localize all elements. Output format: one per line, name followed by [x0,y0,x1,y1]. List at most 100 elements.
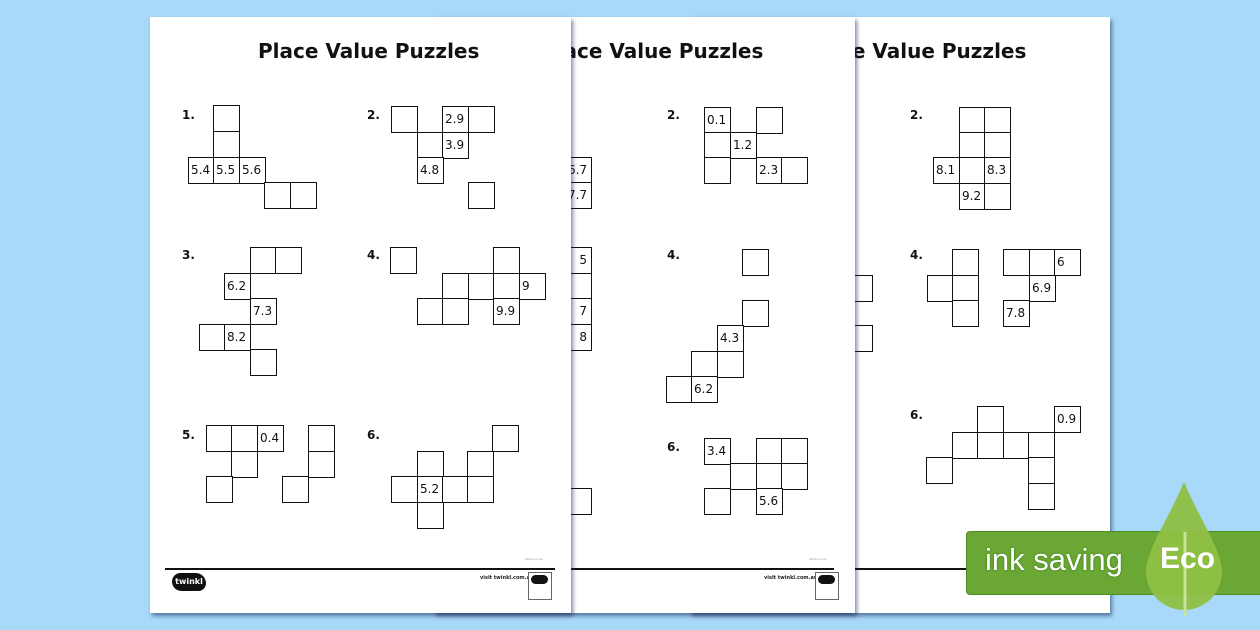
puzzle-cell-filled[interactable]: 3.9 [442,132,469,159]
puzzle-cell-blank[interactable] [926,457,953,484]
puzzle-cell-blank[interactable] [206,476,233,503]
puzzle-cell-blank[interactable] [952,300,979,327]
puzzle-cell-blank[interactable] [691,351,718,378]
puzzle-cell-blank[interactable] [308,425,335,452]
puzzle-cell-blank[interactable] [275,247,302,274]
puzzle-cell-blank[interactable] [282,476,309,503]
puzzle-cell-blank[interactable] [781,463,808,490]
puzzle-cell-blank[interactable] [213,105,240,132]
puzzle-cell-blank[interactable] [390,247,417,274]
puzzle-cell-blank[interactable] [206,425,233,452]
puzzle-cell-blank[interactable] [1003,249,1030,276]
puzzle-cell-blank[interactable] [984,183,1011,210]
puzzle-cell-blank[interactable] [391,106,418,133]
puzzle-cell-blank[interactable] [468,106,495,133]
puzzle-cell-filled[interactable]: 4.3 [717,325,744,352]
puzzle-cell-blank[interactable] [290,182,317,209]
puzzle-cell-blank[interactable] [781,438,808,465]
puzzle-cell-filled[interactable]: 2.3 [756,157,783,184]
puzzle-cell-blank[interactable] [984,107,1011,134]
puzzle-cell-blank[interactable] [1029,249,1056,276]
puzzle-cell-blank[interactable] [264,182,291,209]
puzzle-cell-filled[interactable]: 8.3 [984,157,1011,184]
puzzle-cell-blank[interactable] [417,451,444,478]
puzzle-number: 1. [182,108,195,122]
puzzle-cell-filled[interactable]: 5.5 [213,157,240,184]
puzzle-cell-blank[interactable] [417,502,444,529]
puzzle-cell-blank[interactable] [250,247,277,274]
puzzle-cell-filled[interactable]: 8.2 [224,324,251,351]
puzzle-cell-filled[interactable]: 5.6 [756,488,783,515]
puzzle-cell-filled[interactable]: 6.2 [224,273,251,300]
puzzle-cell-blank[interactable] [442,298,469,325]
puzzle-cell-blank[interactable] [704,132,731,159]
puzzle-cell-blank[interactable] [492,425,519,452]
puzzle-cell-blank[interactable] [704,157,731,184]
puzzle-cell-blank[interactable] [959,157,986,184]
footer-small-text: twinkl.co.uk [525,557,543,561]
puzzle-cell-blank[interactable] [666,376,693,403]
puzzle-cell-blank[interactable] [977,406,1004,433]
puzzle-cell-blank[interactable] [493,273,520,300]
puzzle-cell-filled[interactable]: 9.2 [959,183,986,210]
puzzle-cell-blank[interactable] [984,132,1011,159]
puzzle-cell-blank[interactable] [952,275,979,302]
puzzle-cell-blank[interactable] [1003,432,1030,459]
puzzle-number: 5. [182,428,195,442]
puzzle-cell-blank[interactable] [467,476,494,503]
puzzle-number: 6. [367,428,380,442]
puzzle-cell-blank[interactable] [442,476,469,503]
puzzle-cell-filled[interactable]: 1.2 [730,132,757,159]
puzzle-cell-blank[interactable] [927,275,954,302]
puzzle-cell-blank[interactable] [977,432,1004,459]
puzzle-cell-blank[interactable] [730,463,757,490]
puzzle-cell-blank[interactable] [1028,483,1055,510]
puzzle-cell-blank[interactable] [756,107,783,134]
puzzle-cell-blank[interactable] [468,182,495,209]
puzzle-cell-blank[interactable] [959,107,986,134]
puzzle-cell-filled[interactable]: 0.4 [257,425,284,452]
puzzle-cell-filled[interactable]: 6 [1054,249,1081,276]
puzzle-cell-blank[interactable] [959,132,986,159]
puzzle-cell-blank[interactable] [952,249,979,276]
puzzle-cell-blank[interactable] [704,488,731,515]
puzzle-cell-blank[interactable] [493,247,520,274]
puzzle-cell-blank[interactable] [781,157,808,184]
award-badge-icon [815,572,839,600]
puzzle-cell-blank[interactable] [717,351,744,378]
puzzle-cell-blank[interactable] [231,451,258,478]
puzzle-cell-filled[interactable]: 4.8 [417,157,444,184]
puzzle-cell-filled[interactable]: 7.8 [1003,300,1030,327]
puzzle-cell-filled[interactable]: 6.9 [1029,275,1056,302]
puzzle-cell-blank[interactable] [199,324,226,351]
puzzle-cell-blank[interactable] [952,432,979,459]
puzzle-cell-filled[interactable]: 7.3 [250,298,277,325]
puzzle-cell-blank[interactable] [468,273,495,300]
puzzle-cell-filled[interactable]: 0.9 [1054,406,1081,433]
puzzle-cell-filled[interactable]: 2.9 [442,106,469,133]
puzzle-cell-filled[interactable]: 8.1 [933,157,960,184]
puzzle-cell-blank[interactable] [250,349,277,376]
puzzle-cell-blank[interactable] [231,425,258,452]
puzzle-cell-filled[interactable]: 9.9 [493,298,520,325]
puzzle-cell-blank[interactable] [1028,432,1055,459]
puzzle-cell-filled[interactable]: 6.2 [691,376,718,403]
puzzle-cell-blank[interactable] [467,451,494,478]
puzzle-cell-blank[interactable] [308,451,335,478]
puzzle-cell-filled[interactable]: 5.6 [239,157,266,184]
puzzle-cell-blank[interactable] [756,438,783,465]
puzzle-cell-filled[interactable]: 5.2 [417,476,444,503]
puzzle-cell-filled[interactable]: 3.4 [704,438,731,465]
puzzle-cell-filled[interactable]: 0.1 [704,107,731,134]
puzzle-cell-blank[interactable] [1028,457,1055,484]
puzzle-cell-blank[interactable] [391,476,418,503]
puzzle-cell-blank[interactable] [417,298,444,325]
puzzle-cell-filled[interactable]: 5.4 [188,157,215,184]
puzzle-cell-blank[interactable] [213,131,240,158]
puzzle-cell-blank[interactable] [756,463,783,490]
puzzle-cell-filled[interactable]: 9 [519,273,546,300]
puzzle-cell-blank[interactable] [742,249,769,276]
puzzle-cell-blank[interactable] [742,300,769,327]
puzzle-cell-blank[interactable] [417,132,444,159]
puzzle-cell-blank[interactable] [442,273,469,300]
